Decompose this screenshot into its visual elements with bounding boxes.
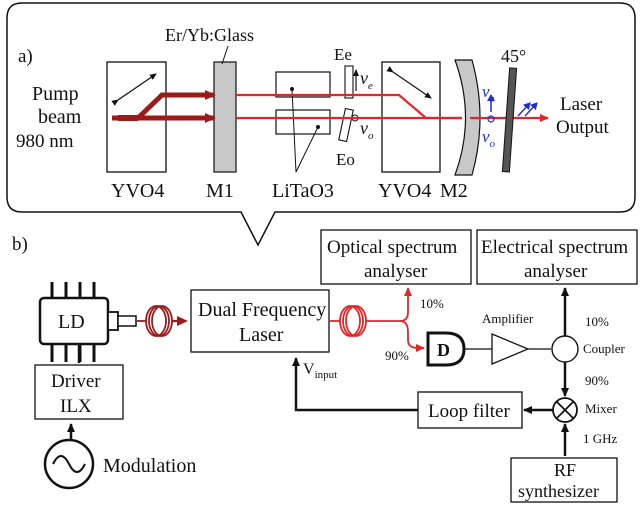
sine-icon [52,455,86,473]
dfl-label-2: Laser [239,324,284,346]
ld-label: LD [58,311,85,333]
litao3-upper [275,71,331,98]
m2-label: M2 [440,180,468,202]
driver-label-1: Driver [51,371,101,392]
split-top-label: 10% [420,296,444,311]
out-nu-o-label: νo [482,127,496,150]
amplifier-label: Amplifier [482,311,534,326]
loop-filter-label: Loop filter [428,401,510,422]
pump-label-3: 980 nm [16,131,74,152]
pump-label-1: Pump [32,83,79,105]
out-nu-o-dot [487,115,495,123]
electrode-ee-label: Ee [334,45,352,64]
rf-synthesizer-box [510,457,618,503]
panel-b: b) LD Driver ILX Modulation [12,229,638,503]
freq-label: 1 GHz [583,431,618,446]
litao3-label: LiTaO3 [272,180,334,202]
split-bottom-label: 90% [385,348,409,363]
panel-a-label: a) [18,46,33,67]
litao3-lower [275,109,331,135]
out-pol-arrow-2 [524,102,538,117]
out-nu-e-label: νe [482,82,495,105]
polarizer-45 [501,67,518,173]
coupler-top-label: 10% [585,314,609,329]
litao3-leaders [291,88,319,173]
rf-label-2: synthesizer [518,481,599,501]
coupler-label: Coupler [583,341,626,356]
ld-chip [38,282,137,362]
mixer-label: Mixer [585,401,617,416]
esa-label-2: analyser [524,261,588,282]
m1-mirror [213,61,237,173]
electrode-ee [344,65,354,99]
electrical-spectrum-analyser-box [476,229,638,285]
optical-spectrum-analyser-box [320,229,472,285]
yvo4-right-axis-arrow [386,66,432,99]
amplifier [491,333,530,365]
coupler [551,335,579,363]
nu-o-label: νo [360,118,374,142]
polarizer-angle-label: 45° [501,46,526,66]
output-label-2: Output [556,117,610,138]
esa-label-1: Electrical spectrum [481,237,628,258]
driver-box [34,364,124,420]
yvo4-left-axis-arrow [111,73,157,106]
electrode-eo-label: Eo [336,150,355,169]
modulation-label: Modulation [103,455,196,477]
yvo4-left-label: YVO4 [111,180,164,202]
gain-medium-label: Er/Yb:Glass [165,25,254,45]
out-pol-arrow-1 [517,102,531,117]
feedback-line [292,357,418,412]
rf-label-1: RF [554,460,576,480]
fiber-coil-2 [329,287,425,352]
output-label-1: Laser [560,94,603,115]
dfl-label-1: Dual Frequency [198,299,326,321]
m2-mirror [454,59,481,176]
vinput-label: Vinput [303,361,337,381]
nu-e-label: νe [360,68,373,92]
m1-label: M1 [206,180,234,202]
driver-label-2: ILX [60,396,92,417]
panel-a: a) Pump beam 980 nm Er/Yb:Glass Ee Eo νe… [6,2,636,247]
panel-b-label: b) [12,234,28,255]
yvo4-right-label: YVO4 [378,180,431,202]
fiber-coil-1 [137,305,188,337]
detector-label: D [437,340,450,360]
pump-label-2: beam [38,106,82,128]
gain-label-leader [221,45,229,65]
coupler-bottom-label: 90% [585,373,609,388]
electrode-eo [338,107,354,143]
osa-label-1: Optical spectrum [327,237,458,258]
panel-a-frame [6,2,636,247]
osa-label-2: analyser [364,261,428,282]
